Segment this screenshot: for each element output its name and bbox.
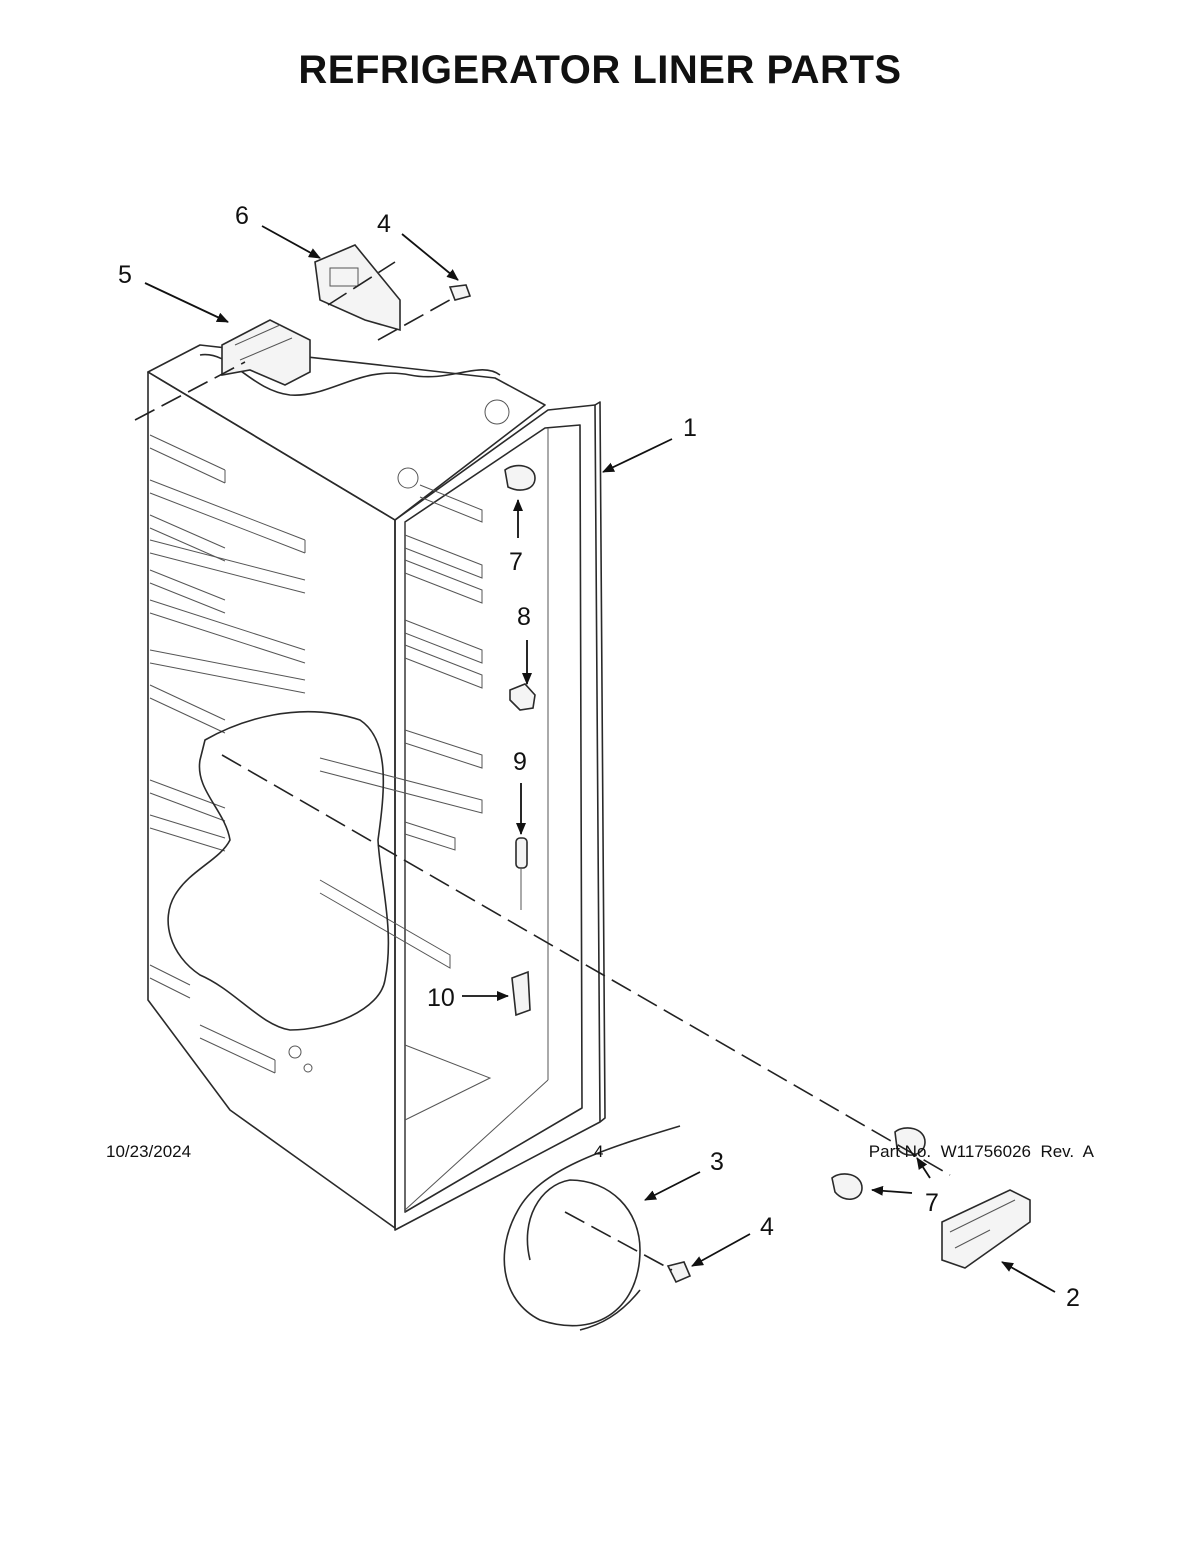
assembly-line-4-top (377, 296, 456, 341)
callout-3: 3 (710, 1148, 724, 1176)
assembly-line-4-bottom (564, 1211, 673, 1271)
callout-4-bottom: 4 (760, 1213, 774, 1241)
callout-7-top: 7 (509, 548, 523, 576)
callout-10: 10 (427, 984, 455, 1012)
assembly-line-5 (134, 361, 246, 421)
part-8-drawing (509, 683, 536, 711)
assembly-line-main (221, 754, 951, 1176)
leader-arrow-7-bottom-b (916, 1157, 931, 1179)
callout-4-top: 4 (377, 210, 391, 238)
part-5-drawing (221, 319, 311, 386)
leader-arrow-1 (602, 438, 673, 473)
page-title: REFRIGERATOR LINER PARTS (298, 48, 902, 92)
leader-arrow-5 (144, 282, 229, 323)
leader-arrow-4-bottom (691, 1233, 751, 1267)
leader-arrow-3 (644, 1171, 701, 1201)
left-wall-rails (149, 434, 306, 1074)
part-6-drawing (314, 244, 401, 332)
part-2-drawing (941, 1189, 1031, 1269)
callout-9: 9 (513, 748, 527, 776)
assembly-line-6 (327, 261, 396, 306)
callout-6: 6 (235, 202, 249, 230)
callout-8: 8 (517, 603, 531, 631)
part-7-top-drawing (504, 464, 536, 491)
callout-7-bottom: 7 (925, 1189, 939, 1217)
footer-date: 10/23/2024 (106, 1142, 192, 1161)
leader-arrow-7-bottom-a (871, 1185, 913, 1196)
part-10-drawing (511, 970, 531, 1017)
callout-2: 2 (1066, 1284, 1080, 1312)
leader-arrow-4-top (401, 233, 459, 281)
part-9-drawing (515, 837, 528, 910)
part-3-drawing (503, 1125, 681, 1331)
leader-arrow-2 (1001, 1261, 1056, 1293)
liner-drawing (147, 344, 606, 1231)
right-wall-rails (319, 484, 483, 969)
footer-part-number: Part No. W11756026 Rev. A (868, 1142, 1094, 1161)
part-4-bottom-screw-drawing (666, 1261, 692, 1284)
callout-5: 5 (118, 261, 132, 289)
leader-arrow-6 (261, 225, 321, 259)
footer-page-number: 4 (594, 1142, 604, 1161)
part-7-bottom-drawing (831, 1127, 926, 1200)
callout-1: 1 (683, 414, 697, 442)
part-4-top-screw-drawing (448, 284, 472, 301)
